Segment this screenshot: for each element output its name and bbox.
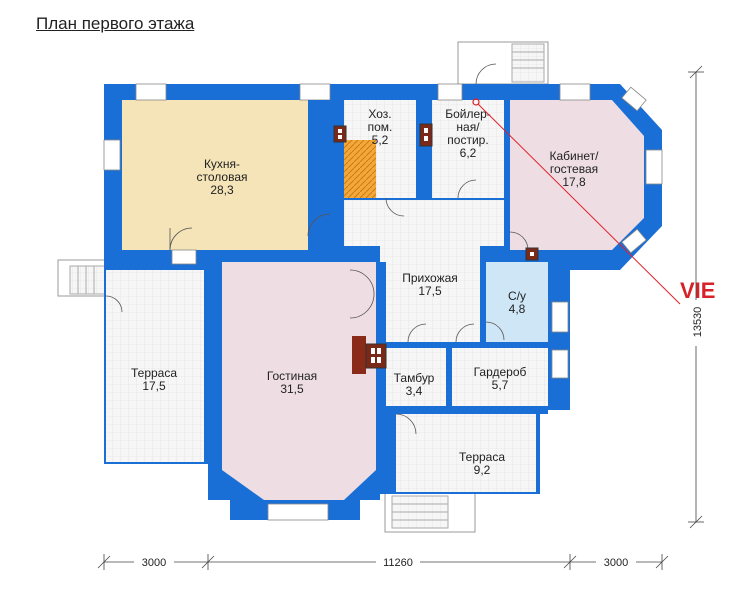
room-label-line: С/у <box>508 289 526 303</box>
wardrobe-floor <box>452 348 548 406</box>
dim-right: 3000 <box>604 557 628 569</box>
room-label-line: 3,4 <box>406 384 423 398</box>
room-label-line: Гостиная <box>267 369 317 383</box>
room-label-line: 4,8 <box>509 302 526 316</box>
room-label-storage: Хоз.пом.5,2 <box>368 107 393 147</box>
room-label-line: Кабинет/ <box>550 149 600 163</box>
room-label-line: 6,2 <box>460 146 477 160</box>
room-label-line: постир. <box>447 133 488 147</box>
terrace-bottom-floor <box>396 414 536 492</box>
room-label-line: 5,7 <box>492 378 509 392</box>
room-label-line: Кухня- <box>204 157 240 171</box>
dim-middle: 11260 <box>383 557 413 569</box>
living-floor <box>222 262 376 500</box>
study-floor <box>510 100 644 250</box>
wc-floor <box>486 262 548 342</box>
chimneys <box>333 123 539 374</box>
room-label-line: Прихожая <box>402 271 458 285</box>
room-label-line: 17,5 <box>142 379 166 393</box>
terrace-left-floor <box>106 270 204 462</box>
annotation-line <box>472 98 681 305</box>
bottom-entrance-steps <box>384 491 476 533</box>
hall-floor-top <box>344 200 504 246</box>
doors <box>105 63 529 435</box>
plan-title: План первого этажа <box>36 14 195 33</box>
room-label-line: Бойлер- <box>445 107 491 121</box>
room-label-line: столовая <box>197 170 248 184</box>
room-label-line: Тамбур <box>394 371 435 385</box>
dim-vertical: 13530 <box>692 307 704 338</box>
logo-text: VIE <box>680 278 715 303</box>
room-label-line: пом. <box>368 120 393 134</box>
room-label-boiler: Бойлер-ная/постир.6,2 <box>445 107 491 160</box>
room-label-line: 28,3 <box>210 183 234 197</box>
room-label-line: Хоз. <box>368 107 391 121</box>
room-label-line: Терраса <box>131 366 177 380</box>
room-label-line: гостевая <box>550 162 598 176</box>
dim-left: 3000 <box>142 557 166 569</box>
kitchen-floor <box>122 100 308 250</box>
vestibule-floor <box>386 348 446 406</box>
room-label-line: 17,5 <box>418 284 442 298</box>
top-entrance-steps <box>457 41 549 85</box>
room-label-line: ная/ <box>456 120 480 134</box>
stairs <box>344 140 376 198</box>
room-label-line: Гардероб <box>474 365 527 379</box>
hall-floor <box>380 246 480 342</box>
room-label-line: 17,8 <box>562 175 586 189</box>
left-entrance-steps <box>57 259 109 297</box>
room-fills <box>106 100 644 500</box>
room-label-line: 5,2 <box>372 133 389 147</box>
room-label-line: Терраса <box>459 450 505 464</box>
dimension-labels: 3000 11260 3000 13530 <box>134 300 704 569</box>
room-label-line: 31,5 <box>280 382 304 396</box>
room-label-line: 9,2 <box>474 463 491 477</box>
